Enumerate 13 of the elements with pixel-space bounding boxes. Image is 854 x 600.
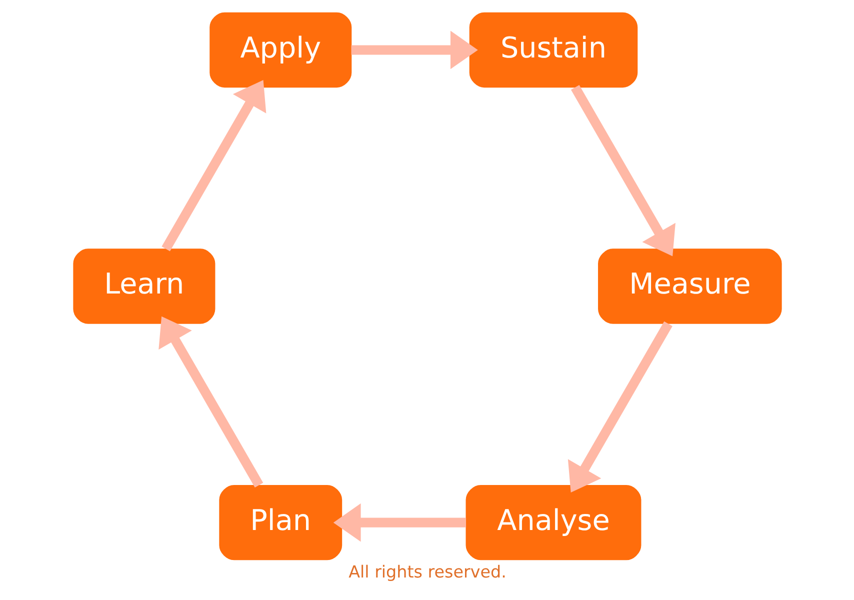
node-box: Sustain [468, 12, 638, 88]
arrow [158, 316, 263, 488]
caption: All rights reserved. [348, 562, 506, 582]
node-box: Analyse [465, 484, 641, 560]
node-box: Measure [598, 248, 782, 324]
arrow [332, 503, 466, 542]
node-box: Apply [209, 12, 352, 88]
arrow [570, 85, 675, 256]
arrow [350, 30, 478, 70]
arrow [567, 321, 672, 493]
node-box: Plan [218, 484, 342, 560]
arrow [161, 80, 266, 252]
node-box: Learn [72, 248, 215, 324]
